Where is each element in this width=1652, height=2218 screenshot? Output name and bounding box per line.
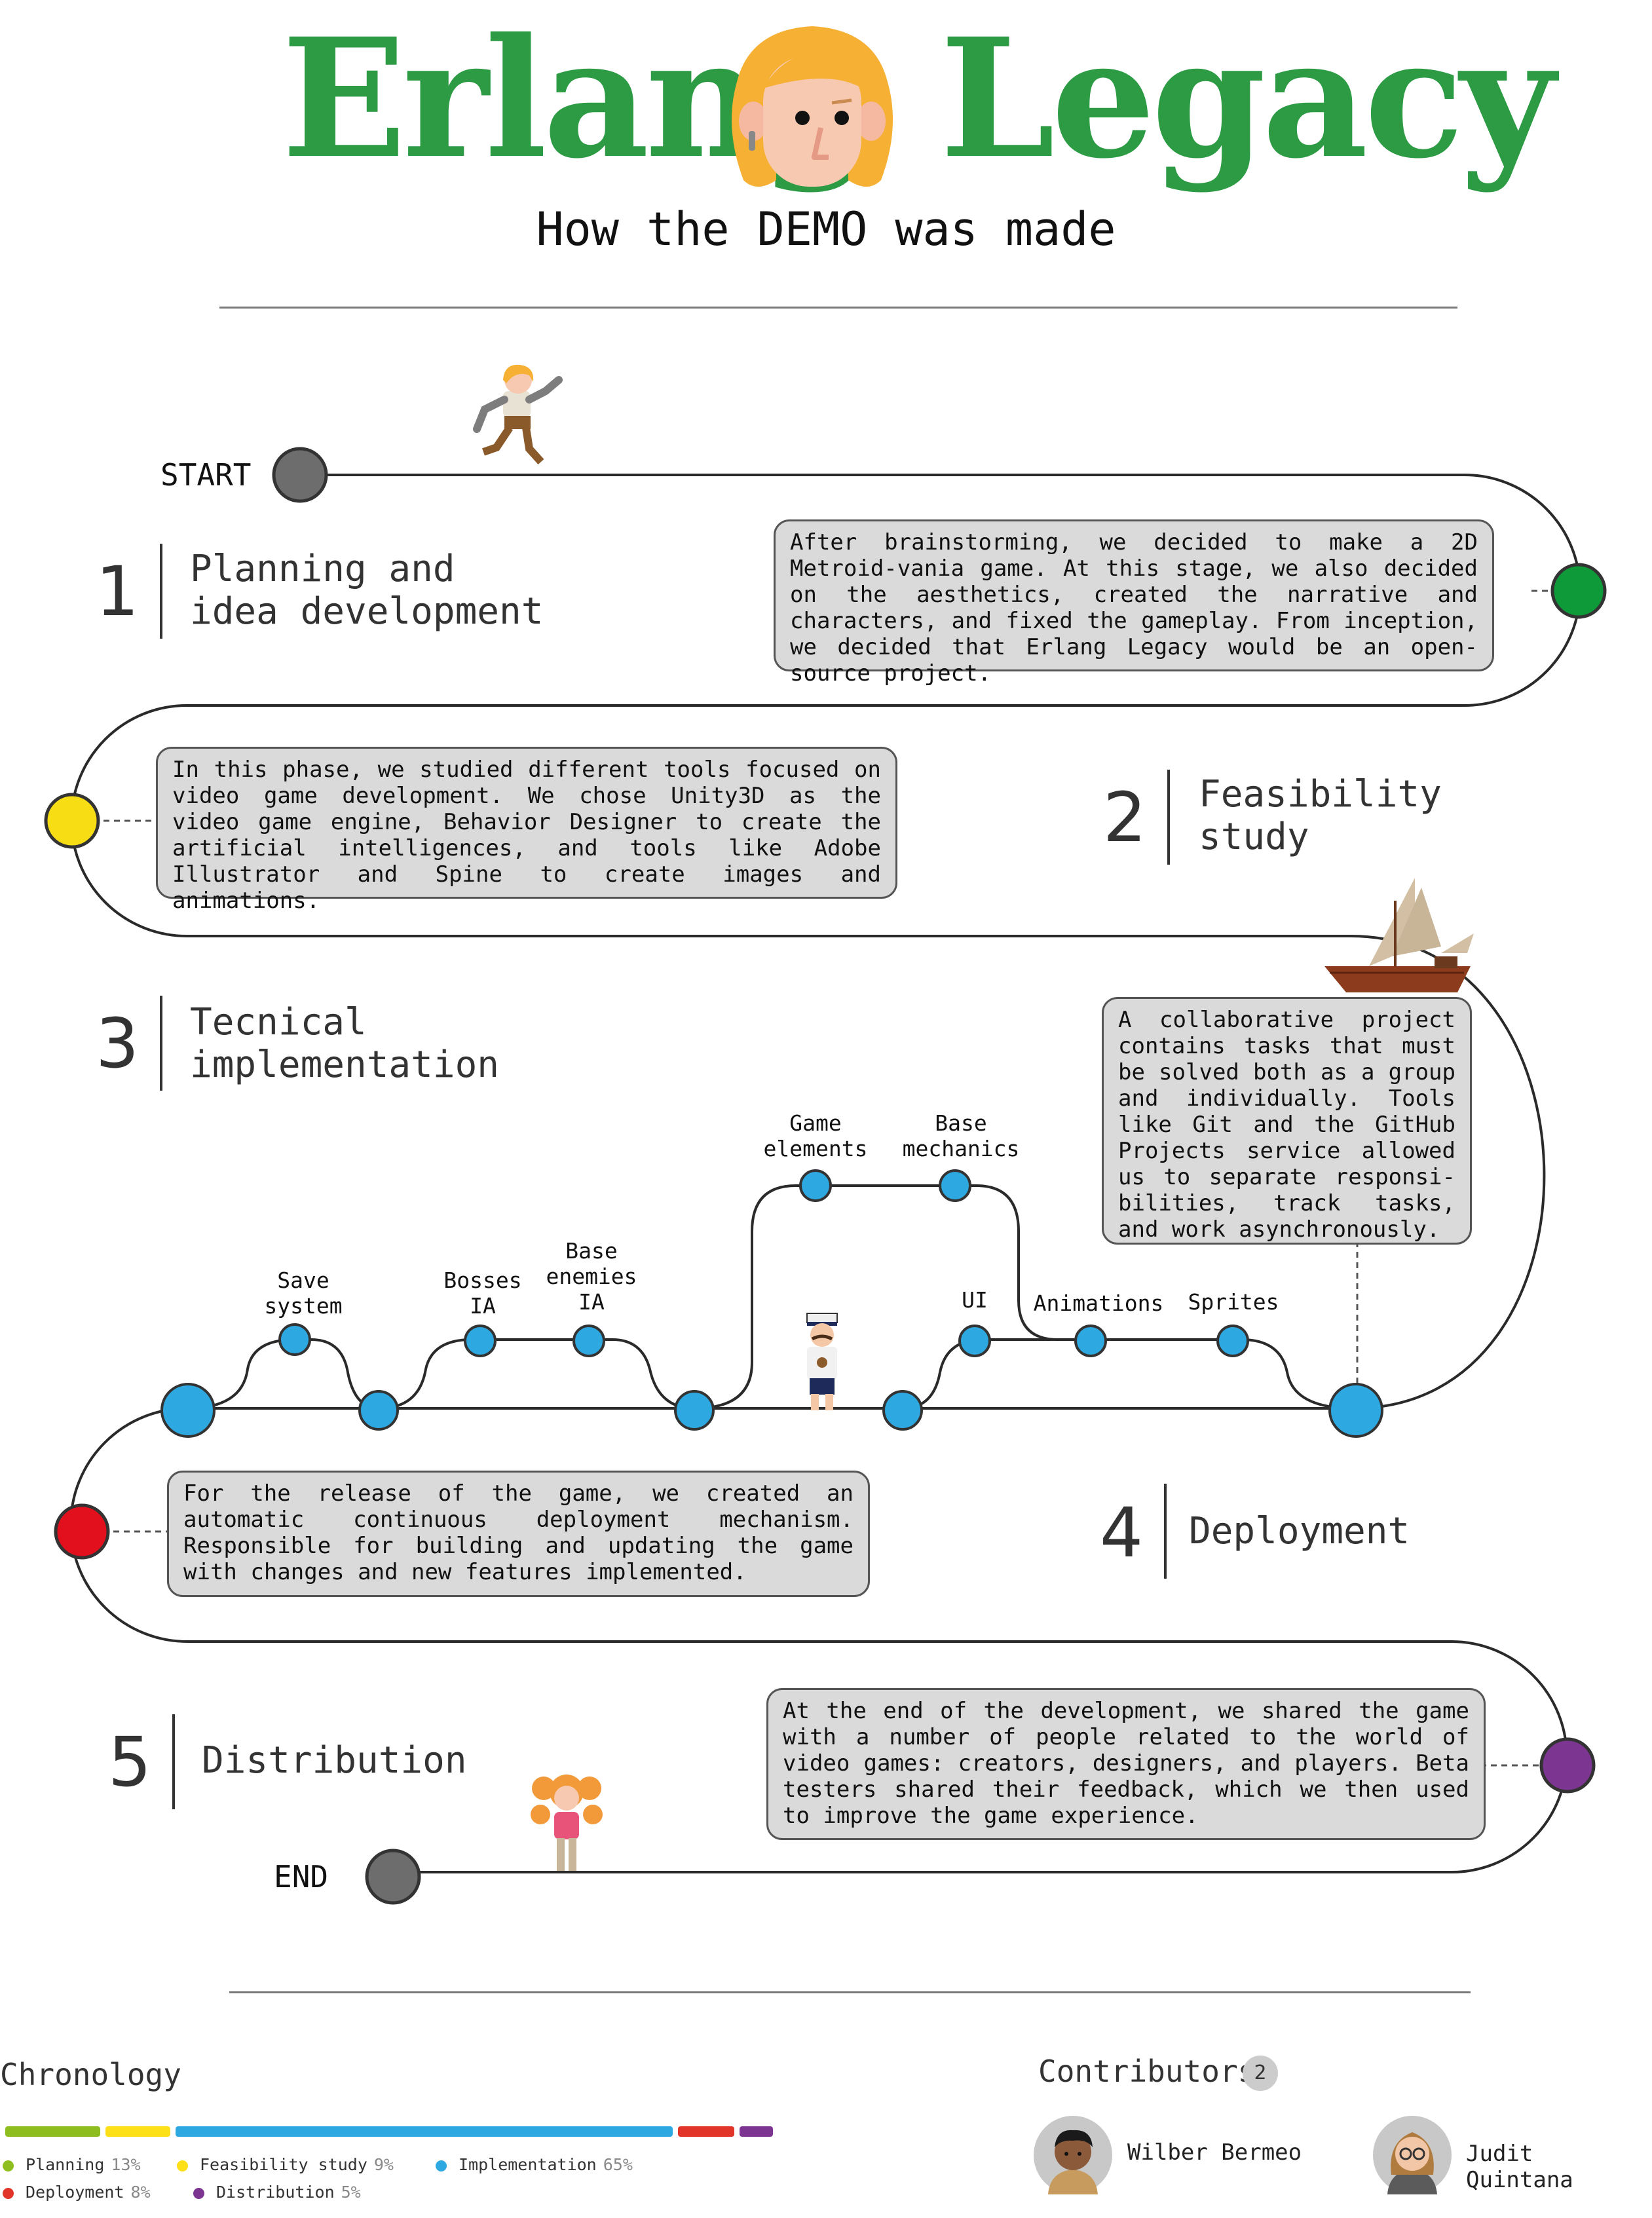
legend-label: Feasibility study <box>200 2155 367 2174</box>
sailor-character-illustration <box>806 1313 838 1410</box>
game-elements-label: Game elements <box>763 1110 868 1161</box>
contributor-name: Wilber Bermeo <box>1127 2139 1302 2166</box>
step-1-title: Planning and idea development <box>190 548 544 633</box>
legend-dot <box>177 2160 188 2171</box>
step-5-description: At the end of the development, we shared… <box>766 1688 1486 1840</box>
step-5-node <box>1539 1737 1596 1794</box>
step-4-divider <box>1164 1484 1167 1579</box>
bosses-ia-label: Bosses IA <box>443 1268 522 1319</box>
impl-junction-node <box>358 1390 399 1431</box>
header-divider <box>219 307 1457 309</box>
step-5-number: 5 <box>108 1722 152 1802</box>
step-2-node <box>44 793 100 849</box>
step-5-title: Distribution <box>202 1739 467 1782</box>
title-legacy: Legacy <box>940 2 1555 195</box>
start-label: START <box>160 457 252 493</box>
step-5-divider <box>172 1714 175 1809</box>
step-1-node <box>1550 563 1607 619</box>
save-system-label: Save system <box>264 1268 343 1319</box>
legend-percent: 13% <box>111 2155 141 2174</box>
legend-feasibility: Feasibility study 9% <box>177 2155 394 2175</box>
legend-percent: 65% <box>603 2155 633 2174</box>
legend-distribution: Distribution 5% <box>193 2183 361 2202</box>
footer-divider <box>229 1991 1471 1993</box>
contributors-count-badge: 2 <box>1243 2056 1278 2091</box>
base-enemies-ia-node <box>573 1325 605 1357</box>
base-mechanics-label: Base mechanics <box>902 1110 1020 1161</box>
sprites-node <box>1216 1325 1249 1357</box>
legend-percent: 5% <box>341 2183 361 2202</box>
contributors-title: Contributors <box>1038 2054 1256 2089</box>
girl-character-illustration <box>531 1775 603 1871</box>
legend-percent: 8% <box>130 2183 151 2202</box>
legend-deployment: Deployment 8% <box>3 2183 151 2202</box>
legend-dot <box>193 2187 204 2199</box>
contributor-name: Judit Quintana <box>1466 2141 1573 2193</box>
animations-label: Animations <box>1033 1290 1164 1316</box>
impl-end-node <box>1328 1383 1383 1438</box>
chronology-segment-planning <box>5 2126 101 2137</box>
ship-illustration <box>1324 878 1474 992</box>
end-label: END <box>274 1859 329 1894</box>
bosses-ia-node <box>464 1325 497 1357</box>
step-3-number: 3 <box>96 1004 140 1083</box>
legend-dot <box>3 2187 14 2199</box>
impl-start-node <box>160 1383 216 1438</box>
step-2-description: In this phase, we studied different tool… <box>156 747 897 914</box>
chronology-segment-deployment <box>677 2126 734 2137</box>
start-node <box>272 447 328 503</box>
ui-label: UI <box>962 1287 988 1313</box>
step-3-divider <box>160 996 162 1091</box>
subtitle: How the DEMO was made <box>536 202 1116 256</box>
legend-implementation: Implementation 65% <box>436 2155 633 2175</box>
avatar-wilber[interactable] <box>1034 2116 1112 2194</box>
legend-planning: Planning 13% <box>3 2155 141 2175</box>
legend-percent: 9% <box>373 2155 394 2174</box>
end-node <box>365 1849 421 1905</box>
animations-node <box>1074 1325 1107 1357</box>
step-1-description: After brainstorming, we decided to make … <box>774 519 1494 686</box>
header: Erlang Legacy <box>0 0 1652 210</box>
base-mechanics-node <box>939 1169 971 1202</box>
step-3-title: Tecnical implementation <box>190 1001 500 1086</box>
running-hero-illustration <box>473 364 563 465</box>
legend-dot <box>3 2160 14 2171</box>
chronology-segment-distribution <box>740 2126 773 2137</box>
sprites-label: Sprites <box>1188 1289 1279 1315</box>
impl-junction-node <box>674 1390 715 1431</box>
hero-face-logo <box>732 26 893 187</box>
legend-label: Implementation <box>459 2155 597 2174</box>
step-4-description: For the release of the game, we created … <box>167 1471 870 1597</box>
save-system-node <box>278 1323 311 1356</box>
step-4-number: 4 <box>1100 1493 1144 1573</box>
process-path <box>44 447 1607 1905</box>
chronology-title: Chronology <box>0 2057 181 2092</box>
step-2-divider <box>1167 770 1170 865</box>
step-3-description: A collaborative project contains tasks t… <box>1102 997 1472 1245</box>
step-4-node <box>54 1503 110 1560</box>
step-1-number: 1 <box>96 552 140 631</box>
legend-label: Deployment <box>26 2183 124 2202</box>
step-4-title: Deployment <box>1189 1510 1410 1552</box>
chronology-segment-feasibility-study <box>105 2126 170 2137</box>
ui-node <box>958 1325 991 1357</box>
impl-junction-node <box>882 1390 923 1431</box>
step-2-number: 2 <box>1103 778 1147 857</box>
base-enemies-ia-label: Base enemies IA <box>546 1238 637 1315</box>
legend-label: Planning <box>26 2155 105 2174</box>
chronology-segment-implementation <box>175 2126 673 2137</box>
step-2-title: Feasibility study <box>1199 773 1442 858</box>
step-1-divider <box>160 544 162 639</box>
legend-dot <box>436 2160 447 2171</box>
game-elements-node <box>799 1169 832 1202</box>
legend-label: Distribution <box>216 2183 335 2202</box>
avatar-judit[interactable] <box>1373 2116 1452 2194</box>
